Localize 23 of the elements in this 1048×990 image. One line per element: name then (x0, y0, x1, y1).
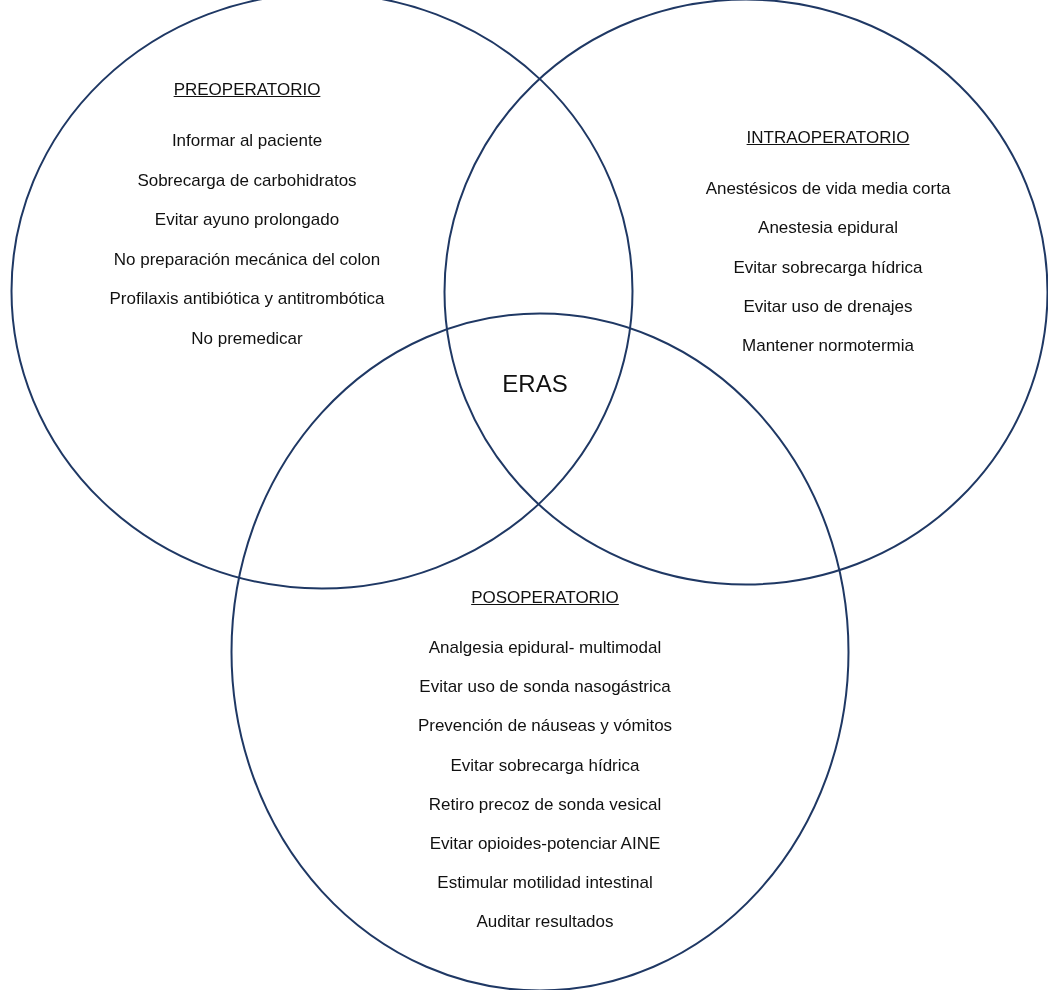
list-item: Evitar uso de sonda nasogástrica (419, 677, 671, 698)
list-item: Auditar resultados (476, 912, 614, 933)
list-item: Informar al paciente (171, 131, 323, 151)
list-item: Profilaxis antibiótica y antitrombótica (109, 289, 385, 309)
list-item: Evitar sobrecarga hídrica (733, 257, 923, 278)
section-heading: INTRAOPERATORIO (746, 128, 910, 148)
list-item: No premedicar (191, 328, 303, 349)
list-item: Evitar ayuno prolongado (154, 210, 340, 230)
list-item: Sobrecarga de carbohidratos (137, 170, 357, 191)
list-item: Evitar sobrecarga hídrica (450, 755, 640, 776)
list-item: Prevención de náuseas y vómitos (417, 716, 673, 737)
section-heading: POSOPERATORIO (471, 588, 619, 608)
section-heading: PREOPERATORIO (173, 80, 321, 100)
list-item: Anestesia epidural (758, 218, 898, 239)
list-item: Estimular motilidad intestinal (437, 873, 653, 894)
list-item: Retiro precoz de sonda vesical (428, 794, 662, 815)
list-item: Evitar opioides-potenciar AINE (429, 834, 661, 854)
list-item: Analgesia epidural- multimodal (428, 638, 662, 658)
list-item: Evitar uso de drenajes (743, 296, 913, 317)
list-item: Mantener normotermia (742, 336, 914, 357)
center-label: ERAS (502, 370, 568, 398)
list-item: Anestésicos de vida media corta (705, 179, 951, 199)
list-item: No preparación mecánica del colon (113, 249, 381, 270)
